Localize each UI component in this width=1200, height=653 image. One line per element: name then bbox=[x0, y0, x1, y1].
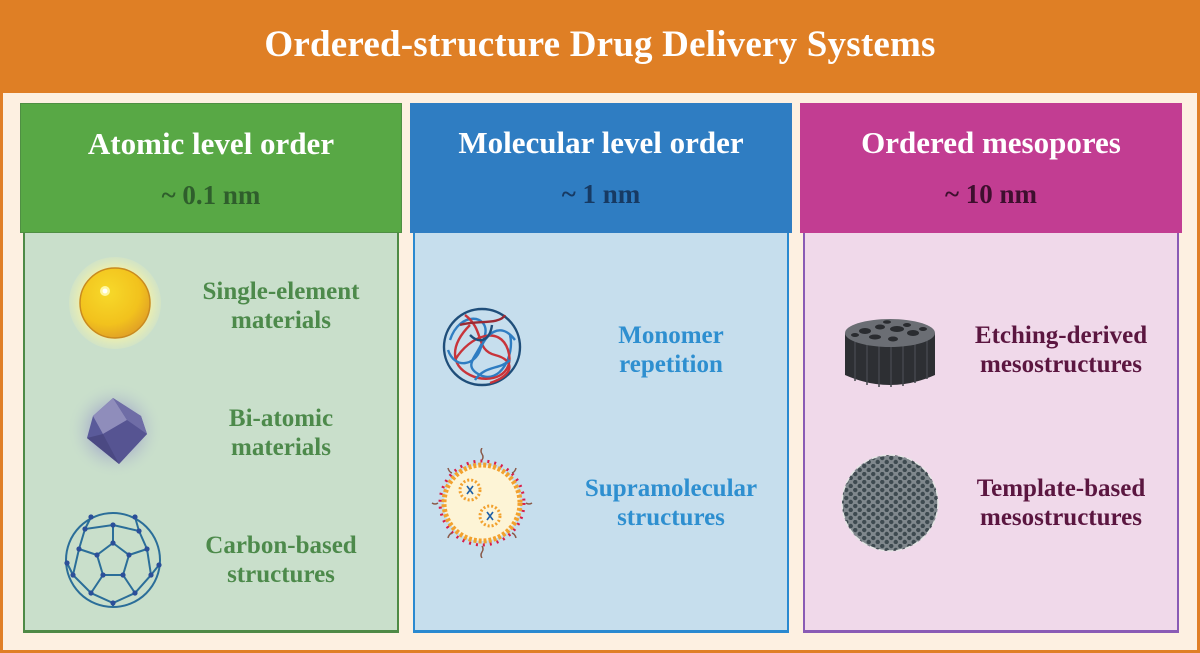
list-item-bi-atomic: Bi-atomic materials bbox=[25, 378, 397, 488]
panel-header: Molecular level order ~ 1 nm bbox=[410, 103, 792, 233]
item-label: Etching-derived mesostructures bbox=[974, 322, 1148, 378]
panel-scale: ~ 10 nm bbox=[944, 179, 1038, 209]
diagram-title: Ordered-structure Drug Delivery Systems bbox=[264, 24, 936, 65]
item-label: Single-element materials bbox=[202, 278, 360, 334]
item-label: Template-based mesostructures bbox=[976, 475, 1146, 531]
list-item-monomer-repetition: Monomer repetition bbox=[415, 295, 787, 405]
item-label: Carbon-based structures bbox=[205, 532, 357, 588]
list-item-etching-derived: Etching-derived mesostructures bbox=[805, 295, 1177, 405]
panel-body: Single-element materials Bi-atomic bbox=[23, 233, 399, 633]
micelle-icon bbox=[431, 448, 533, 558]
panel-scale: ~ 1 nm bbox=[561, 179, 641, 209]
fullerene-icon bbox=[64, 512, 162, 608]
title-banner: Ordered-structure Drug Delivery Systems bbox=[0, 0, 1200, 93]
list-item-carbon-based: Carbon-based structures bbox=[25, 505, 397, 615]
panel-title: Ordered mesopores bbox=[861, 125, 1121, 160]
item-label: Monomer repetition bbox=[618, 322, 724, 378]
rhombic-crystal-icon bbox=[67, 382, 163, 478]
panel-title: Atomic level order bbox=[87, 126, 335, 161]
list-item-single-element: Single-element materials bbox=[25, 251, 397, 361]
item-label: Bi-atomic materials bbox=[228, 405, 334, 461]
hexagonal-pore-disc-icon bbox=[841, 454, 939, 552]
panel-body: Etching-derived mesostructures Template-… bbox=[803, 233, 1179, 633]
panel-ordered-mesopores: Ordered mesopores ~ 10 nm bbox=[800, 103, 1182, 633]
panel-scale: ~ 0.1 nm bbox=[161, 180, 261, 210]
list-item-supramolecular-structures: Supramolecular structures bbox=[415, 448, 787, 558]
panel-title: Molecular level order bbox=[458, 125, 744, 160]
panel-body: Monomer repetition bbox=[413, 233, 789, 633]
panel-atomic-level-order: Atomic level order ~ 0.1 nm Sing bbox=[20, 103, 402, 633]
porous-cylinder-icon bbox=[845, 319, 935, 387]
polymer-coil-icon bbox=[442, 307, 522, 387]
item-label: Supramolecular structures bbox=[584, 475, 758, 531]
panel-header: Atomic level order ~ 0.1 nm bbox=[20, 103, 402, 233]
gold-sphere-icon bbox=[69, 257, 161, 349]
list-item-template-based: Template-based mesostructures bbox=[805, 448, 1177, 558]
panel-molecular-level-order: Molecular level order ~ 1 nm Monomer rep… bbox=[410, 103, 792, 633]
panel-header: Ordered mesopores ~ 10 nm bbox=[800, 103, 1182, 233]
